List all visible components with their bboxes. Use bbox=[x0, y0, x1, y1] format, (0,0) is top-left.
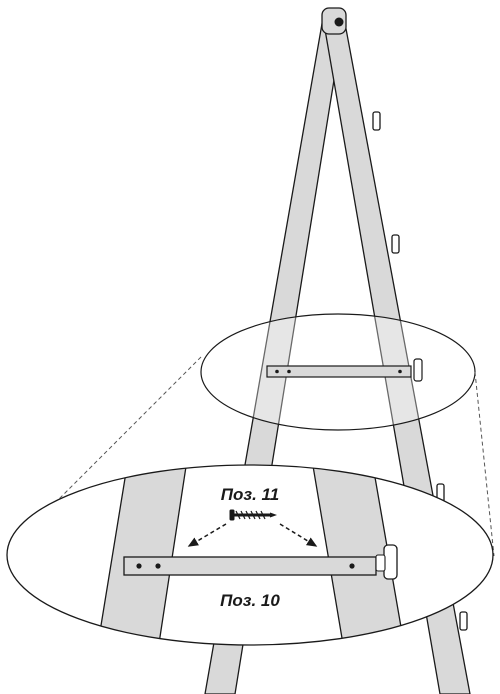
small-crossbar bbox=[266, 365, 412, 378]
screw-hole-icon bbox=[155, 563, 161, 569]
pivot-bolt-icon bbox=[334, 17, 344, 27]
detail-source-ellipse bbox=[200, 313, 476, 431]
label-pos11: Поз. 11 bbox=[221, 485, 279, 504]
dashed-arrow-right-icon bbox=[279, 523, 318, 547]
screw-hole-icon bbox=[349, 563, 355, 569]
label-pos10: Поз. 10 bbox=[220, 591, 280, 610]
dashed-arrow-left-icon bbox=[187, 523, 227, 547]
detail-magnified-ellipse: Поз. 11 Поз. 10 bbox=[6, 464, 494, 646]
screw-icon bbox=[229, 509, 277, 521]
hinge-knob-icon bbox=[391, 234, 400, 254]
screw-hole-icon bbox=[136, 563, 142, 569]
ladder-top-cap bbox=[321, 7, 347, 35]
screw-hole-icon bbox=[398, 369, 402, 374]
crossbar-pos10 bbox=[123, 556, 377, 576]
magnified-left-rail bbox=[96, 465, 188, 645]
hinge-knob-icon bbox=[372, 111, 381, 131]
hinge-knob-icon bbox=[459, 611, 468, 631]
screw-hole-icon bbox=[287, 369, 291, 374]
screw-hole-icon bbox=[275, 369, 279, 374]
magnified-right-rail bbox=[311, 465, 406, 645]
hinge-knob-inner bbox=[375, 554, 386, 572]
hinge-knob-icon bbox=[413, 358, 423, 382]
hinge-knob-icon bbox=[383, 544, 398, 580]
